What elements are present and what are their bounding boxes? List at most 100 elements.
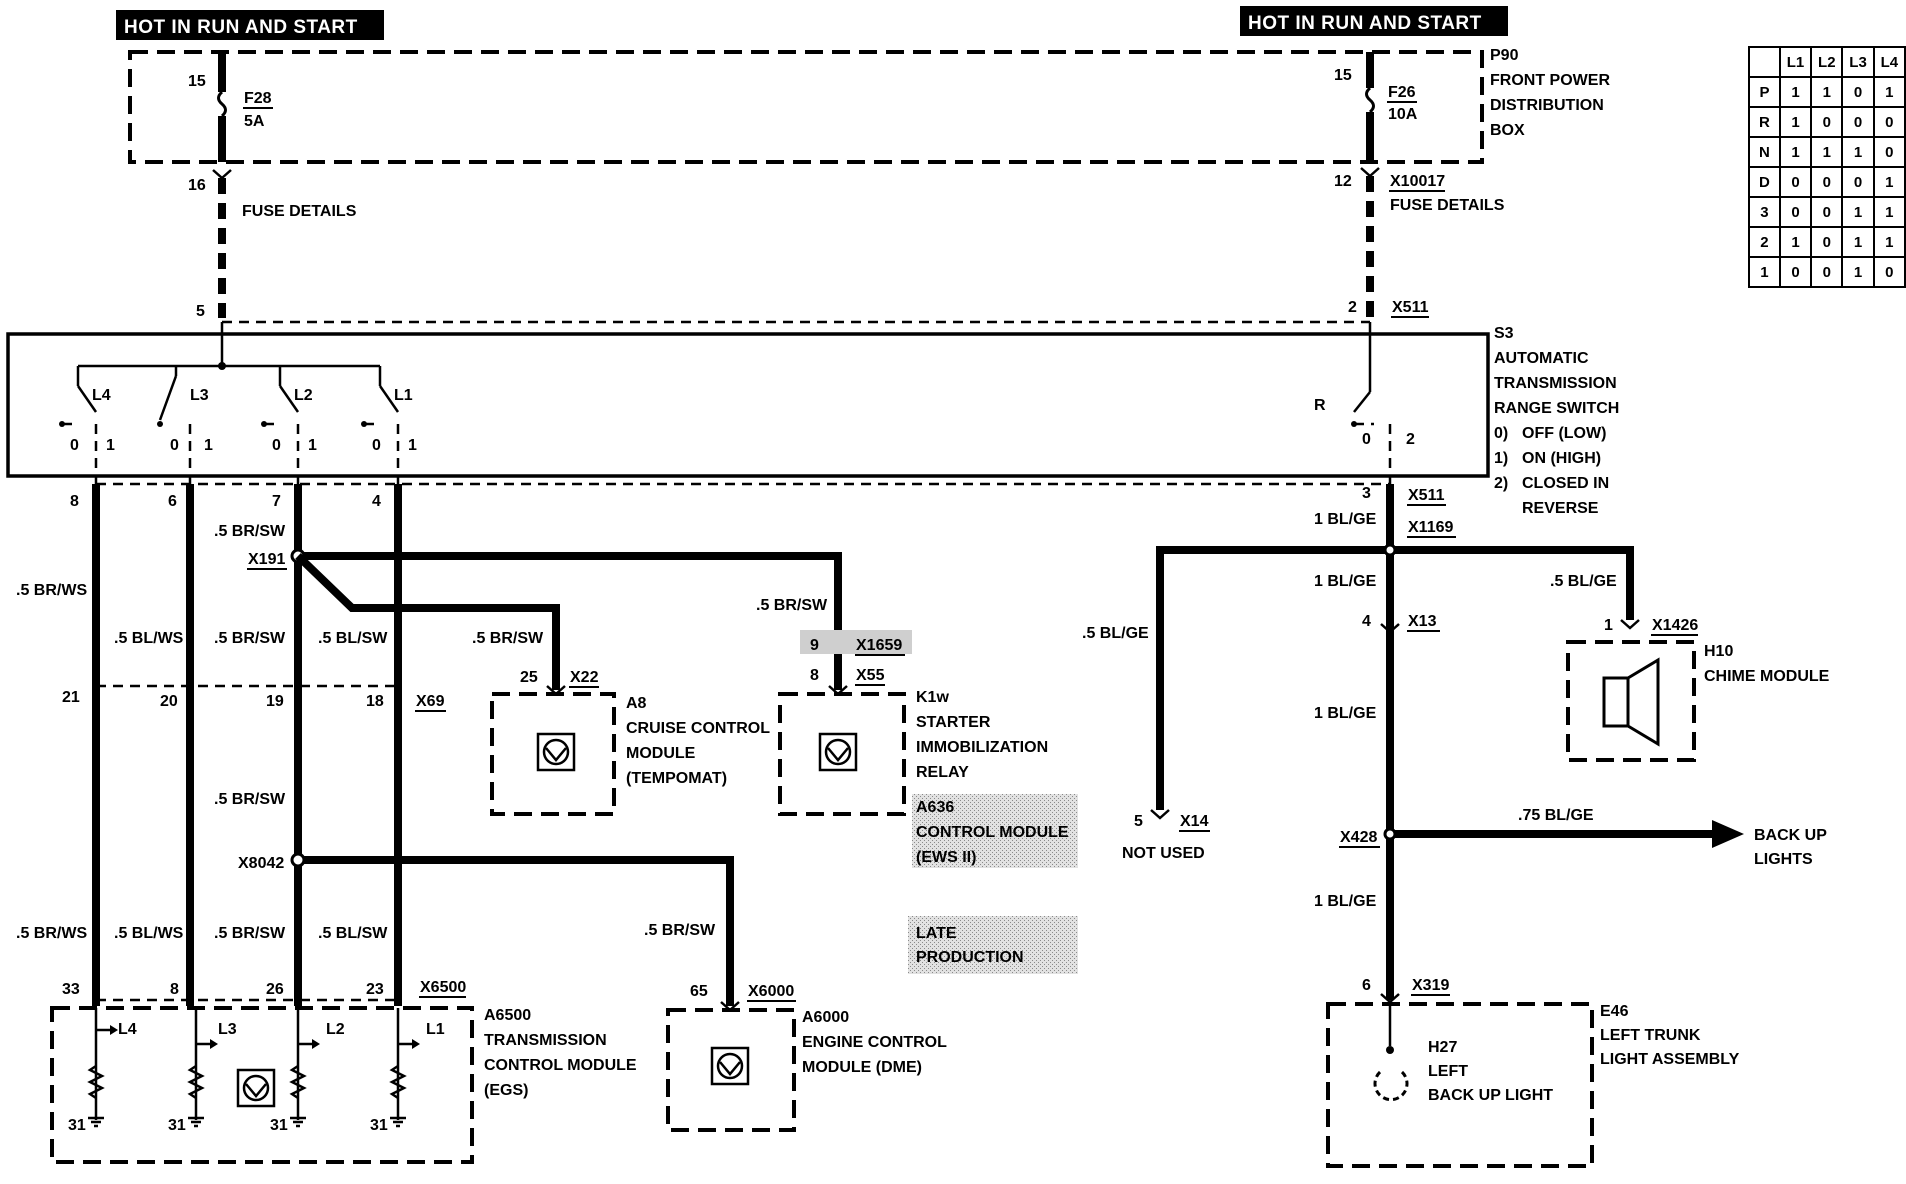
r-pos0: 0: [1362, 431, 1371, 448]
code-cell: D: [1748, 166, 1781, 198]
a6000-id: A6000: [802, 1009, 849, 1026]
x13-conn: X13: [1408, 613, 1437, 630]
l2-pos0: 0: [272, 437, 281, 454]
backup-lights-label: BACK UP LIGHTS: [1754, 827, 1827, 868]
x191-label: X191: [248, 551, 285, 568]
s3-output-pins: 8 6 7 4: [70, 493, 381, 510]
a6500-input-l1: L1 31: [370, 1008, 445, 1134]
s3-name-2: TRANSMISSION: [1494, 375, 1617, 392]
a6500-gnd-3: 31: [270, 1117, 288, 1134]
s3-legend: 0) OFF (LOW) 1) ON (HIGH) 2) CLOSED IN R…: [1494, 425, 1609, 517]
p90-id: P90: [1490, 47, 1519, 64]
fuse-details-left-label: FUSE DETAILS: [242, 203, 357, 220]
a6500-id: A6500: [484, 1007, 531, 1024]
l2-out-pin: 7: [272, 493, 281, 510]
code-cell: P: [1748, 76, 1781, 108]
code-cell: 2: [1748, 226, 1781, 258]
l2-pos1: 1: [308, 437, 317, 454]
r-low-label: 1 BL/GE: [1314, 893, 1377, 910]
e46-conn: X319: [1412, 977, 1449, 994]
code-header-l3: L3: [1841, 46, 1875, 78]
legend-1-text: ON (HIGH): [1522, 450, 1601, 467]
r-splice-label: X1169: [1408, 519, 1453, 536]
k1w-name-2: IMMOBILIZATION: [916, 739, 1048, 756]
code-cell: 0: [1778, 196, 1813, 228]
a8-name-2: MODULE: [626, 745, 696, 762]
e46-pin: 6: [1362, 977, 1371, 994]
e46-id: E46: [1600, 1003, 1629, 1020]
a6500-module: 33 8 26 23 X6500 A6500 TRANSMISSION CONT…: [50, 979, 637, 1164]
legend-0-num: 0): [1494, 425, 1508, 442]
code-cell: 1: [1841, 226, 1875, 258]
code-header-l1: L1: [1778, 46, 1813, 78]
l1-label: L1: [394, 387, 413, 404]
code-row: 3 0 0 1 1: [1748, 196, 1906, 228]
late-line-2: PRODUCTION: [916, 949, 1024, 966]
a6500-pin-8: 8: [170, 981, 179, 998]
l2-label: L2: [294, 387, 313, 404]
e46-name-2: LIGHT ASSEMBLY: [1600, 1051, 1740, 1068]
code-cell: 1: [1778, 136, 1813, 168]
k1w-relay: 9 X1659 8 X55 K1w STARTER IMMOBILIZATION…: [778, 630, 1048, 816]
code-table-header: L1 L2 L3 L4: [1748, 46, 1906, 78]
range-code-table: L1 L2 L3 L4 P 1 1 0 1 R 1 0 0 0 N 1 1 1 …: [1748, 46, 1906, 288]
banner-left: HOT IN RUN AND START: [116, 10, 384, 40]
r-notused-wire-label: .5 BL/GE: [1082, 625, 1149, 642]
r-out-pin: 3: [1362, 485, 1371, 502]
p90-name-2: DISTRIBUTION: [1490, 97, 1604, 114]
fuse-details-right-label: FUSE DETAILS: [1390, 197, 1505, 214]
a6500-gnd-1: 31: [68, 1117, 86, 1134]
s3-input-left-pin: 5: [196, 303, 205, 320]
code-cell: 1: [1778, 106, 1813, 138]
a8-pin: 25: [520, 669, 538, 686]
late-production-note: LATE PRODUCTION: [908, 916, 1078, 974]
f26-pin-in: 15: [1334, 67, 1352, 84]
x69-id: X69: [416, 693, 445, 710]
a6500-l3-label: L3: [218, 1021, 237, 1038]
code-cell: 0: [1841, 166, 1875, 198]
code-row: N 1 1 1 0: [1748, 136, 1906, 168]
a6500-ecu-icon: [236, 1068, 276, 1108]
a6500-name-3: (EGS): [484, 1082, 528, 1099]
a636-module: A636 CONTROL MODULE (EWS II): [912, 794, 1078, 868]
a8-name-1: CRUISE CONTROL: [626, 720, 770, 737]
code-cell: N: [1748, 136, 1781, 168]
l3-pos0: 0: [170, 437, 179, 454]
code-row: 2 1 0 1 1: [1748, 226, 1906, 258]
code-cell: R: [1748, 106, 1781, 138]
r-label: R: [1314, 397, 1326, 414]
a6500-input-l2: L2 31: [270, 1008, 345, 1134]
code-cell: 1: [1872, 226, 1906, 258]
speaker-icon: [1602, 676, 1630, 728]
l1-out-pin: 4: [372, 493, 381, 510]
r-left-label: 1 BL/GE: [1314, 573, 1377, 590]
w7top-label: .5 BR/SW: [214, 523, 286, 540]
a8-id: A8: [626, 695, 647, 712]
a6500-gnd-4: 31: [370, 1117, 388, 1134]
code-cell: 0: [1872, 256, 1906, 288]
h10-conn: X1426: [1652, 617, 1698, 634]
x14-label: NOT USED: [1122, 845, 1205, 862]
code-row: 1 0 0 1 0: [1748, 256, 1906, 288]
legend-2-cont: REVERSE: [1522, 500, 1599, 517]
lamp-icon: [1373, 1070, 1409, 1102]
s3-box: [6, 332, 1490, 478]
switch-l2: L2 0 1: [261, 366, 317, 484]
e46-name-1: LEFT TRUNK: [1600, 1027, 1701, 1044]
k1w-id: K1w: [916, 689, 949, 706]
k1w-alt-pin: 9: [810, 637, 819, 654]
a6000-ecu-icon: [710, 1046, 750, 1086]
to-a6000-label: .5 BR/SW: [644, 922, 716, 939]
a6500-name-1: TRANSMISSION: [484, 1032, 607, 1049]
l1-pos0: 0: [372, 437, 381, 454]
x69-pin-18: 18: [366, 693, 384, 710]
code-cell: 0: [1841, 106, 1875, 138]
splice-x191: X191: [247, 548, 842, 690]
p90-box: [128, 50, 1484, 164]
a636-id: A636: [916, 799, 954, 816]
a6500-name-2: CONTROL MODULE: [484, 1057, 637, 1074]
code-cell: 0: [1810, 226, 1844, 258]
x13-pin: 4: [1362, 613, 1371, 630]
a6500-l1-label: L1: [426, 1021, 445, 1038]
l4-out-pin: 8: [70, 493, 79, 510]
